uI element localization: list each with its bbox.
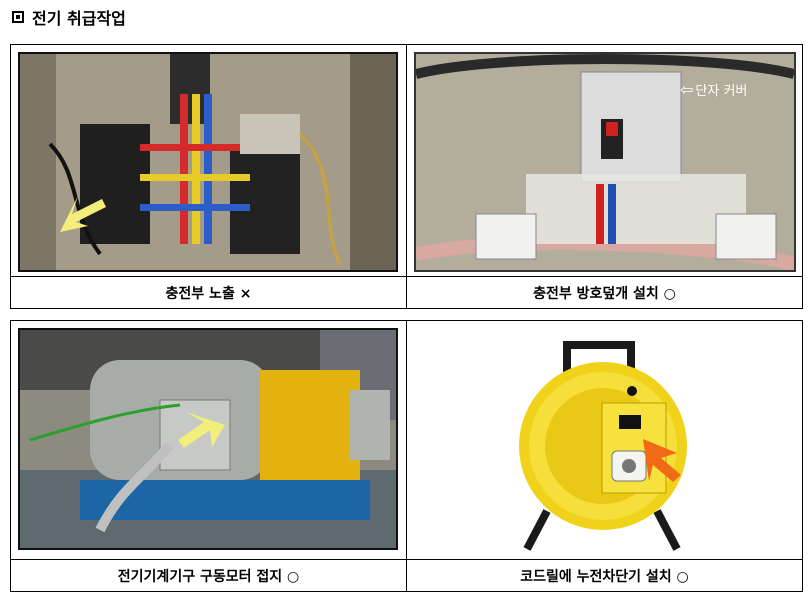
terminal-cover-label-text: 단자 커버: [695, 84, 748, 99]
top-photo-table: ⇦ 단자 커버 충전부 노출 × 충전부 방호덮개 설치 ○: [10, 44, 803, 309]
terminal-cover-label: ⇦ 단자 커버: [680, 80, 747, 99]
panel-cord-reel: [407, 321, 802, 559]
photo-terminal-cover: ⇦ 단자 커버: [414, 52, 796, 272]
section-heading: 전기 취급작업: [12, 5, 126, 29]
caption-exposed-live-parts: 충전부 노출 ×: [11, 276, 407, 308]
panel-exposed-live-parts: [11, 45, 407, 276]
section-title: 전기 취급작업: [32, 9, 126, 28]
caption-motor-grounding: 전기기계기구 구동모터 접지 ○: [11, 559, 407, 591]
photo-motor: [18, 328, 398, 550]
panel-motor-grounding: [11, 321, 407, 559]
panel-protective-cover: ⇦ 단자 커버: [407, 45, 802, 276]
bottom-photo-table: 전기기계기구 구동모터 접지 ○ 코드릴에 누전차단기 설치 ○: [10, 320, 803, 592]
caption-cord-reel: 코드릴에 누전차단기 설치 ○: [407, 559, 802, 591]
photo-cord-reel: [407, 321, 799, 557]
arrow-left-icon: ⇦: [680, 80, 694, 99]
square-bullet-icon: [12, 11, 24, 23]
photo-exposed-panel: [18, 52, 398, 272]
caption-protective-cover: 충전부 방호덮개 설치 ○: [407, 276, 802, 308]
